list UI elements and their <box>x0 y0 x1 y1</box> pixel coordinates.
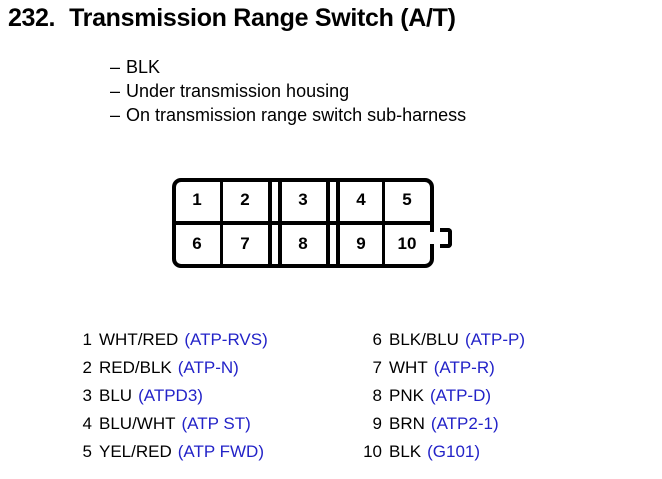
pin-cell-10: 10 <box>397 234 417 253</box>
note-text: Under transmission housing <box>126 81 350 101</box>
pin-number: 10 <box>363 442 382 461</box>
connector-locking-tab <box>440 228 452 248</box>
pin-cell-4: 4 <box>356 190 366 209</box>
pin-number: 8 <box>372 386 382 405</box>
dash-bullet-icon: – <box>110 105 121 125</box>
pin-legend-right-column: 6 BLK/BLU (ATP-P) 7 WHT (ATP-R) 8 PNK (A… <box>358 328 525 468</box>
note-item: –BLK <box>110 55 466 79</box>
note-item: –Under transmission housing <box>110 79 466 103</box>
circuit-code: (ATPD3) <box>138 386 203 405</box>
connector-divider-1 <box>220 178 223 268</box>
note-text: On transmission range switch sub-harness <box>126 105 467 125</box>
pin-number: 3 <box>82 386 92 405</box>
pin-cell-2: 2 <box>240 190 250 209</box>
connector-divider-4 <box>382 178 385 268</box>
pin-legend-left-column: 1 WHT/RED (ATP-RVS) 2 RED/BLK (ATP-N) 3 … <box>68 328 268 468</box>
note-text: BLK <box>126 57 161 77</box>
connector-diagram: 1 2 3 4 5 6 7 8 9 10 <box>172 178 452 270</box>
circuit-code: (ATP-RVS) <box>184 330 268 349</box>
connector-divider-3b <box>336 178 340 268</box>
wire-color: RED/BLK <box>99 358 172 377</box>
wire-color: BRN <box>389 414 425 433</box>
section-number: 232. <box>8 4 56 32</box>
circuit-code: (ATP-D) <box>429 386 492 405</box>
pin-legend-row: 6 BLK/BLU (ATP-P) <box>358 328 526 352</box>
notes-list: –BLK –Under transmission housing –On tra… <box>110 55 466 127</box>
pin-legend-row: 5 YEL/RED (ATP FWD) <box>68 440 268 464</box>
circuit-code: (G101) <box>427 442 481 461</box>
pin-cell-8: 8 <box>298 234 308 253</box>
section-title: Transmission Range Switch (A/T) <box>69 4 456 32</box>
circuit-code: (ATP ST) <box>181 414 251 433</box>
pin-number: 9 <box>372 414 382 433</box>
pin-number: 5 <box>82 442 92 461</box>
dash-bullet-icon: – <box>110 81 121 101</box>
pin-number: 2 <box>82 358 92 377</box>
pin-cell-6: 6 <box>192 234 202 253</box>
circuit-code: (ATP2-1) <box>430 414 499 433</box>
circuit-code: (ATP-R) <box>433 358 495 377</box>
pin-cell-7: 7 <box>240 234 250 253</box>
pin-legend-row: 8 PNK (ATP-D) <box>358 384 525 408</box>
pin-number: 4 <box>82 414 92 433</box>
connector-divider-2b <box>278 178 282 268</box>
connector-divider-3a <box>326 178 330 268</box>
circuit-code: (ATP-N) <box>177 358 239 377</box>
pin-cell-5: 5 <box>402 190 412 209</box>
pin-number: 6 <box>372 330 382 349</box>
pin-cell-1: 1 <box>192 190 202 209</box>
connector-tab-joint <box>428 232 434 244</box>
pin-legend-row: 4 BLU/WHT (ATP ST) <box>68 412 268 436</box>
connector-row-divider <box>172 221 434 225</box>
pin-cell-9: 9 <box>356 234 366 253</box>
dash-bullet-icon: – <box>110 57 121 77</box>
circuit-code: (ATP FWD) <box>177 442 264 461</box>
pin-number: 1 <box>82 330 92 349</box>
wire-color: BLK <box>389 442 422 461</box>
pin-legend-row: 2 RED/BLK (ATP-N) <box>68 356 268 380</box>
wire-color: PNK <box>389 386 424 405</box>
pin-legend-row: 10 BLK (G101) <box>358 440 525 464</box>
pin-legend-row: 9 BRN (ATP2-1) <box>358 412 525 436</box>
note-item: –On transmission range switch sub-harnes… <box>110 103 466 127</box>
wire-color: YEL/RED <box>99 442 172 461</box>
wire-color: BLU/WHT <box>99 414 176 433</box>
circuit-code: (ATP-P) <box>464 330 526 349</box>
wire-color: WHT <box>389 358 428 377</box>
connector-divider-2a <box>268 178 272 268</box>
pin-legend-row: 7 WHT (ATP-R) <box>358 356 525 380</box>
pin-number: 7 <box>372 358 382 377</box>
pin-legend-row: 3 BLU (ATPD3) <box>68 384 268 408</box>
wire-color: BLU <box>99 386 133 405</box>
page-title: 232. Transmission Range Switch (A/T) <box>8 4 456 33</box>
wire-color: BLK/BLU <box>389 330 459 349</box>
pin-legend-row: 1 WHT/RED (ATP-RVS) <box>68 328 268 352</box>
pin-cell-3: 3 <box>298 190 308 209</box>
wire-color: WHT/RED <box>99 330 179 349</box>
